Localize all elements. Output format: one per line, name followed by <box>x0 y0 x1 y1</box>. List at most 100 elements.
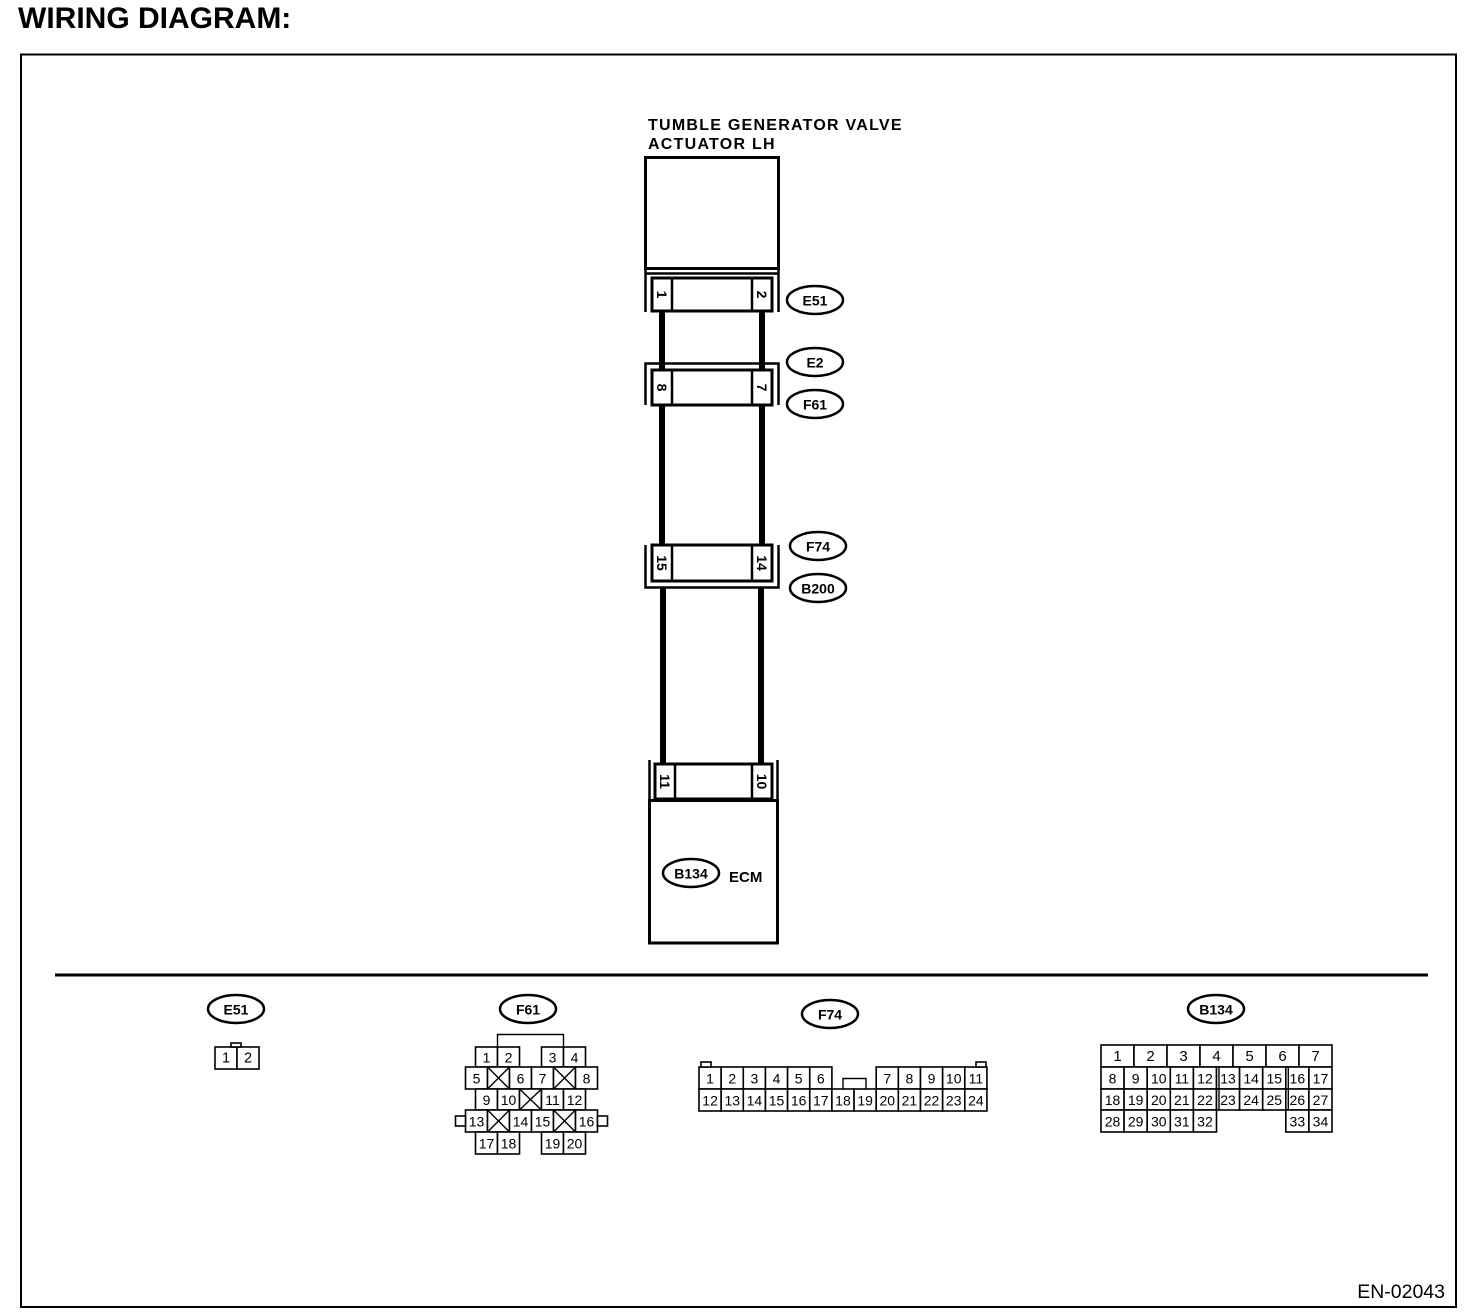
connector-tag: B200 <box>801 581 835 597</box>
pin-number: 14 <box>513 1114 529 1130</box>
pin-number: 6 <box>817 1071 825 1087</box>
pin-number: 25 <box>1266 1092 1282 1108</box>
pin-number: 5 <box>473 1071 481 1087</box>
pin-number: 7 <box>754 384 770 392</box>
connector-lock-tab <box>700 1061 712 1068</box>
pin-number: 9 <box>1132 1071 1140 1087</box>
pin-number: 10 <box>754 774 770 790</box>
pin-number: 2 <box>505 1050 513 1066</box>
connector-lock-tab <box>596 1115 609 1127</box>
connector-tag: E2 <box>806 355 823 371</box>
pin-number: 10 <box>1151 1071 1167 1087</box>
harness-connector-e2-f61: 8 7 E2 F61 <box>644 346 845 420</box>
blank-cavity-cross <box>487 1066 510 1090</box>
pin-number: 34 <box>1313 1114 1329 1130</box>
figure-code: EN-02043 <box>1357 1281 1445 1303</box>
pin-number: 24 <box>1243 1092 1259 1108</box>
harness-wires <box>659 311 765 764</box>
pin-number: 7 <box>883 1071 891 1087</box>
harness-connector-e51: 1 2 E51 <box>644 269 845 316</box>
pin-number: 19 <box>857 1093 873 1109</box>
pin-number: 20 <box>1151 1092 1167 1108</box>
pin-number: 31 <box>1174 1114 1190 1130</box>
connector-lock-tab <box>230 1042 242 1048</box>
connector-tag: F61 <box>803 397 827 413</box>
connector-housing <box>644 269 780 312</box>
pin-number: 9 <box>483 1092 491 1108</box>
pin-number: 15 <box>1266 1071 1282 1087</box>
tag-oval <box>206 993 266 1025</box>
pin-number: 1 <box>483 1050 491 1066</box>
pin-number: 16 <box>1290 1071 1306 1087</box>
pin-number: 16 <box>791 1093 807 1109</box>
connector-key <box>496 1033 565 1047</box>
pin-number: 24 <box>968 1093 984 1109</box>
pin-number: 8 <box>906 1071 914 1087</box>
tag-oval <box>785 284 845 316</box>
blank-cavity-cross <box>553 1066 576 1090</box>
blank-cavity-cross <box>519 1088 542 1111</box>
pin-number: 17 <box>479 1136 495 1152</box>
pin-number: 14 <box>747 1093 763 1109</box>
pin-number: 20 <box>567 1136 583 1152</box>
connector-view-tag-f61: F61 <box>516 1002 540 1018</box>
actuator-name-line2: ACTUATOR LH <box>648 136 776 153</box>
tag-oval <box>1186 993 1246 1025</box>
pin-number: 19 <box>545 1136 561 1152</box>
pin-number: 4 <box>1212 1048 1220 1065</box>
pin-cell <box>574 1066 599 1090</box>
pin-number: 33 <box>1290 1114 1306 1130</box>
connector-lock-tab <box>454 1115 467 1127</box>
pin-cell <box>562 1131 587 1155</box>
pin-number: 8 <box>654 384 670 392</box>
pin-number: 3 <box>549 1050 557 1066</box>
pin-cell <box>963 1088 988 1112</box>
pin-number: 19 <box>1128 1092 1144 1108</box>
pin-number: 2 <box>754 291 770 299</box>
tag-oval <box>661 857 721 889</box>
actuator-component: TUMBLE GENERATOR VALVE ACTUATOR LH <box>644 117 902 270</box>
pin-number: 21 <box>902 1093 918 1109</box>
connector-tag: F74 <box>806 539 830 555</box>
pin-number: 1 <box>654 291 670 299</box>
pin-number: 22 <box>1197 1092 1213 1108</box>
pin-number: 11 <box>545 1092 560 1108</box>
blank-cavity-cross <box>487 1109 510 1133</box>
connector-tag: E51 <box>803 293 828 309</box>
pin-number: 10 <box>946 1071 962 1087</box>
connector-tag: B134 <box>674 866 708 882</box>
actuator-box <box>644 156 780 270</box>
pin-number: 29 <box>1128 1114 1144 1130</box>
pin-number: 27 <box>1313 1092 1329 1108</box>
pin-number: 2 <box>244 1051 252 1067</box>
pin-number: 6 <box>517 1071 525 1087</box>
pin-number: 4 <box>773 1071 781 1087</box>
connector-view-tag-b134: B134 <box>1199 1002 1233 1018</box>
pin-number: 11 <box>969 1071 984 1087</box>
pin-number: 20 <box>879 1093 895 1109</box>
pin-number: 14 <box>754 555 770 571</box>
pin-number: 3 <box>1179 1048 1187 1065</box>
connector-key <box>842 1077 867 1089</box>
pin-number: 10 <box>501 1092 517 1108</box>
pin-number: 32 <box>1197 1114 1213 1130</box>
pin-number: 5 <box>1245 1048 1253 1065</box>
pin-number: 9 <box>928 1071 936 1087</box>
connector-view-tag-f74: F74 <box>818 1007 842 1023</box>
pin-number: 8 <box>583 1071 591 1087</box>
pin-cell <box>1192 1109 1218 1133</box>
ecm-label: ECM <box>729 869 762 886</box>
pin-cell <box>496 1131 521 1155</box>
ecm-component: 11 10 B134 ECM <box>648 760 779 945</box>
blank-cavity-cross <box>553 1109 576 1133</box>
tag-oval <box>498 993 558 1025</box>
pin-number: 18 <box>501 1136 517 1152</box>
pin-number: 28 <box>1105 1114 1121 1130</box>
pin-number: 21 <box>1174 1092 1190 1108</box>
